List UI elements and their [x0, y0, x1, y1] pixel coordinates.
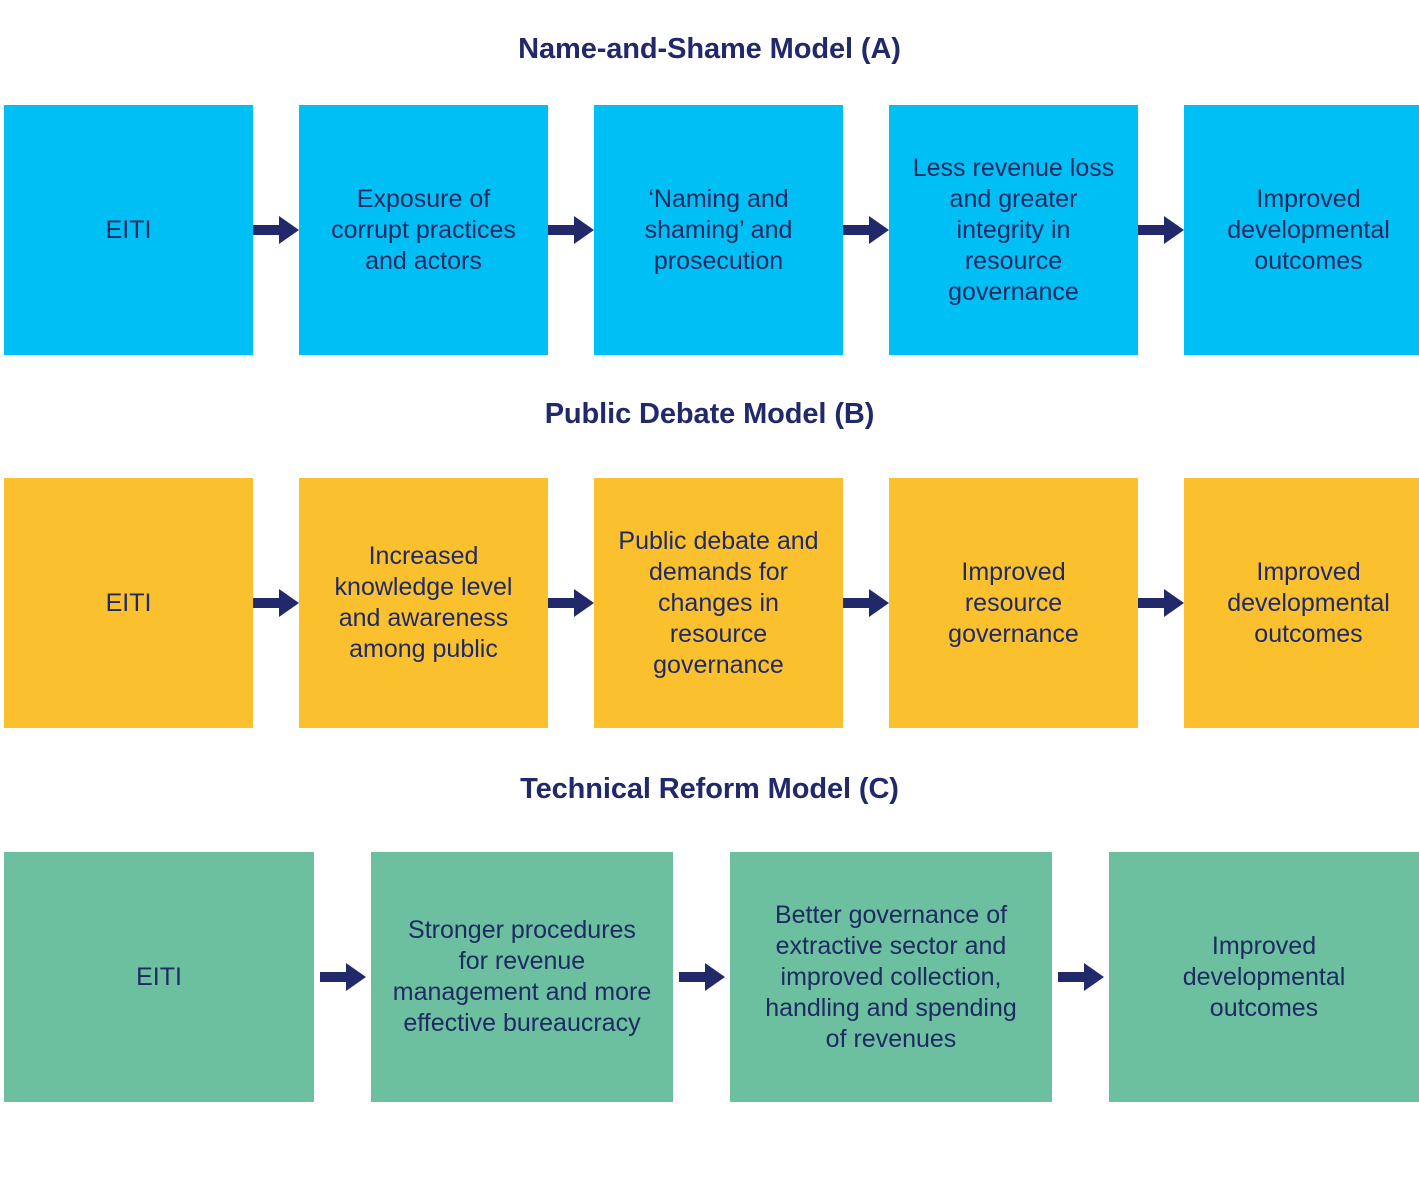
model-a-step-4: Less revenue loss and greater integrity …: [889, 105, 1138, 355]
model-c-arrow-1: [314, 852, 371, 1102]
model-a-step-4-label: Less revenue loss and greater integrity …: [912, 153, 1115, 306]
model-b-arrow-1: [253, 478, 299, 728]
model-b-step-3: Public debate and demands for changes in…: [594, 478, 843, 728]
model-a-title: Name-and-Shame Model (A): [518, 33, 901, 65]
model-b-step-5-label: Improved developmental outcomes: [1227, 557, 1390, 648]
model-a-arrow-4: [1138, 105, 1184, 355]
model-b-step-4-label: Improved resource governance: [948, 557, 1079, 648]
model-a-arrow-2: [548, 105, 594, 355]
model-a-arrow-3: [843, 105, 889, 355]
model-b-arrow-3: [843, 478, 889, 728]
model-c-step-4-label: Improved developmental outcomes: [1182, 931, 1346, 1022]
model-c-arrow-3: [1052, 852, 1109, 1102]
arrow-right-icon: [548, 213, 594, 247]
arrow-right-icon: [843, 586, 889, 620]
model-b-step-5: Improved developmental outcomes: [1184, 478, 1419, 728]
model-a-step-5: Improved developmental outcomes: [1184, 105, 1419, 355]
model-a-step-3-label: ‘Naming and shaming’ and prosecution: [644, 184, 793, 275]
model-a-step-1-label: EITI: [105, 215, 152, 244]
model-b-arrow-2: [548, 478, 594, 728]
model-b-step-4: Improved resource governance: [889, 478, 1138, 728]
model-a-step-2-label: Exposure of corrupt practices and actors: [331, 184, 516, 275]
model-c-step-3-label: Better governance of extractive sector a…: [765, 900, 1017, 1053]
model-a-step-5-label: Improved developmental outcomes: [1227, 184, 1390, 275]
arrow-right-icon: [843, 213, 889, 247]
arrow-right-icon: [548, 586, 594, 620]
model-a-flow: EITI Exposure of corrupt practices and a…: [0, 105, 1419, 355]
model-b-step-2: Increased knowledge level and awareness …: [299, 478, 548, 728]
model-b-step-3-label: Public debate and demands for changes in…: [618, 526, 819, 679]
model-b-title: Public Debate Model (B): [544, 398, 875, 430]
model-c-step-1: EITI: [4, 852, 314, 1102]
model-c-step-2-label: Stronger procedures for revenue manageme…: [392, 916, 652, 1037]
model-c-arrow-2: [673, 852, 730, 1102]
arrow-right-icon: [319, 960, 366, 994]
arrow-right-icon: [253, 213, 299, 247]
arrow-right-icon: [1138, 586, 1184, 620]
arrow-right-icon: [678, 960, 725, 994]
model-a-arrow-1: [253, 105, 299, 355]
model-c-step-4: Improved developmental outcomes: [1109, 852, 1419, 1102]
model-c-step-2: Stronger procedures for revenue manageme…: [371, 852, 673, 1102]
arrow-right-icon: [253, 586, 299, 620]
model-b-step-1-label: EITI: [105, 588, 152, 617]
model-b-flow: EITI Increased knowledge level and aware…: [0, 478, 1419, 728]
model-c-flow: EITI Stronger procedures for revenue man…: [0, 852, 1419, 1102]
model-c-step-3: Better governance of extractive sector a…: [730, 852, 1052, 1102]
model-c-title: Technical Reform Model (C): [520, 773, 899, 805]
model-a-step-2: Exposure of corrupt practices and actors: [299, 105, 548, 355]
model-b-arrow-4: [1138, 478, 1184, 728]
model-a-step-3: ‘Naming and shaming’ and prosecution: [594, 105, 843, 355]
arrow-right-icon: [1057, 960, 1104, 994]
model-b-step-1: EITI: [4, 478, 253, 728]
model-a-step-1: EITI: [4, 105, 253, 355]
model-c-step-1-label: EITI: [136, 962, 182, 991]
model-b-step-2-label: Increased knowledge level and awareness …: [334, 542, 513, 663]
arrow-right-icon: [1138, 213, 1184, 247]
